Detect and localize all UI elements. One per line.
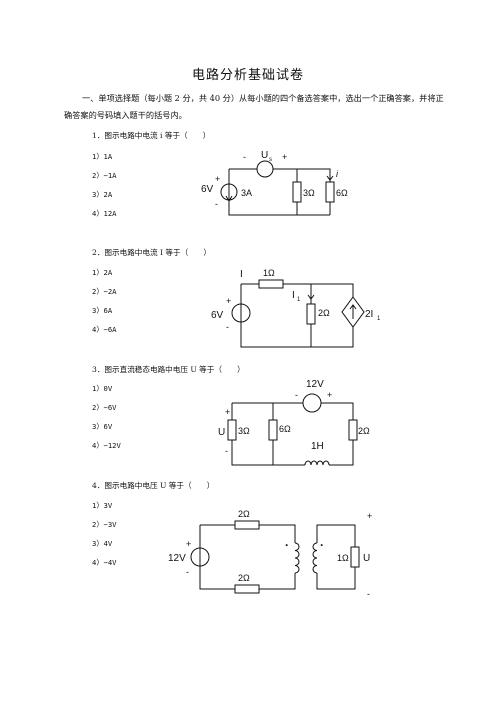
voltage-meter-us — [256, 160, 274, 178]
label-us: U — [261, 150, 268, 161]
question-2-option-3: 3）6A — [92, 306, 113, 315]
dot-primary: · — [285, 538, 289, 552]
question-1-stem: 1．图示电路中电流 i 等于（ ） — [92, 131, 211, 140]
label-6ohm: 6Ω — [279, 424, 291, 434]
label-I: I — [240, 269, 243, 280]
label-src-plus: + — [186, 539, 191, 549]
label-i1: I — [292, 290, 295, 301]
question-4-option-4: 4）−4V — [92, 558, 117, 567]
transformer-primary — [294, 542, 300, 574]
label-us-sub: s — [269, 157, 272, 163]
transformer-secondary — [312, 542, 318, 574]
circuit-diagram-4: 2Ω 2Ω + 12V - · · 1Ω + U - — [168, 509, 372, 599]
question-4-option-2: 2）−3V — [92, 520, 117, 529]
label-bottom-2ohm: 2Ω — [238, 573, 250, 583]
question-3-option-1: 1）0V — [92, 384, 113, 393]
label-12v: 12V — [168, 553, 186, 564]
label-3ohm: 3Ω — [238, 426, 250, 436]
voltage-source-12v — [302, 393, 322, 413]
label-src-minus: - — [215, 199, 218, 209]
label-2ohm: 2Ω — [318, 308, 330, 318]
label-1h: 1H — [311, 441, 324, 452]
label-2i1: 2I — [365, 309, 373, 320]
question-2-stem: 2．图示电路中电流 I 等于（ ） — [92, 248, 211, 257]
circuit-diagram-3: 12V - + + U - 3Ω 6Ω 1H 2Ω — [218, 379, 370, 466]
question-4-stem: 4．图示电路中电压 U 等于（ ） — [92, 481, 215, 490]
dot-secondary: · — [320, 538, 324, 552]
dependent-source — [341, 296, 365, 328]
label-u-minus: - — [225, 446, 228, 456]
label-plus: + — [282, 152, 287, 162]
question-4-option-3: 3）4V — [92, 539, 113, 548]
label-i1-sub: 1 — [297, 297, 301, 303]
question-2-option-4: 4）−6A — [92, 325, 117, 334]
label-2ohm: 2Ω — [358, 426, 370, 436]
label-3a: 3A — [241, 188, 252, 198]
label-u: U — [218, 427, 225, 438]
label-minus: - — [226, 322, 229, 332]
label-u: U — [363, 553, 370, 564]
question-1-option-1: 1）1A — [92, 152, 113, 161]
voltage-source-12v — [190, 547, 210, 567]
label-plus: + — [226, 296, 231, 306]
question-2-option-2: 2）−2A — [92, 287, 117, 296]
label-src-minus: - — [186, 567, 189, 577]
voltage-source-6v — [231, 303, 251, 323]
question-1-option-4: 4）12A — [92, 209, 117, 218]
label-6ohm: 6Ω — [336, 188, 348, 198]
question-3-stem: 3．图示直流稳态电路中电压 U 等于（ ） — [92, 365, 245, 374]
label-12v: 12V — [306, 379, 324, 390]
question-3-option-3: 3）6V — [92, 422, 113, 431]
question-1-option-2: 2）−1A — [92, 171, 117, 180]
label-3ohm: 3Ω — [303, 188, 315, 198]
question-3-option-2: 2）−6V — [92, 403, 117, 412]
label-i: i — [336, 169, 339, 179]
label-src-minus: - — [295, 390, 298, 400]
label-2i1-sub: 1 — [377, 316, 381, 322]
question-3-option-4: 4）−12V — [92, 441, 121, 450]
inductor-1h — [304, 460, 330, 466]
label-minus: - — [243, 152, 246, 162]
label-1ohm: 1Ω — [337, 553, 349, 563]
section-intro: 一、单项选择题（每小题 2 分，共 40 分）从每小题的四个备选答案中，选出一个… — [64, 93, 444, 120]
question-4-option-1: 1）3V — [92, 501, 113, 510]
circuit-diagram-2: I 1Ω I 1 + 6V - 2Ω 2I 1 — [211, 268, 381, 348]
label-src-plus: + — [327, 390, 332, 400]
label-6v: 6V — [201, 184, 214, 195]
question-1-option-3: 3）2A — [92, 190, 113, 199]
circuit-diagram-1: - U s + + 6V - 3A 3Ω 6Ω i — [201, 150, 348, 216]
label-1ohm: 1Ω — [263, 268, 275, 278]
label-u-minus: - — [367, 589, 370, 599]
label-u-plus: + — [225, 407, 230, 417]
label-src-plus: + — [215, 174, 220, 184]
label-6v: 6V — [211, 310, 224, 321]
question-2-option-1: 1）2A — [92, 268, 113, 277]
label-u-plus: + — [367, 511, 372, 521]
page-title: 电路分析基础试卷 — [191, 68, 304, 83]
label-top-2ohm: 2Ω — [238, 509, 250, 519]
